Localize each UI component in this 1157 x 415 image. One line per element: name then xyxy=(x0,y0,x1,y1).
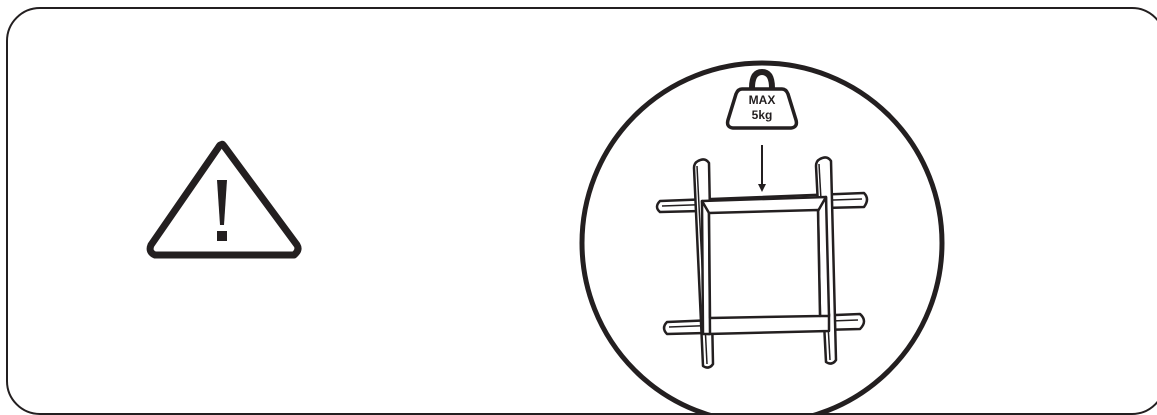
downward-arrow-icon xyxy=(758,145,766,192)
shelf-opening xyxy=(707,208,822,320)
detail-circle xyxy=(579,60,945,415)
weight-value-label: 5kg xyxy=(752,108,773,122)
exclamation-bar xyxy=(217,180,227,225)
weight-max-label: MAX xyxy=(749,93,776,107)
instruction-panel xyxy=(6,7,1157,415)
wall-shelf-icon xyxy=(655,156,869,369)
weight-icon: MAX 5kg xyxy=(725,68,799,130)
warning-triangle-icon xyxy=(146,140,302,259)
exclamation-dot xyxy=(217,231,227,241)
